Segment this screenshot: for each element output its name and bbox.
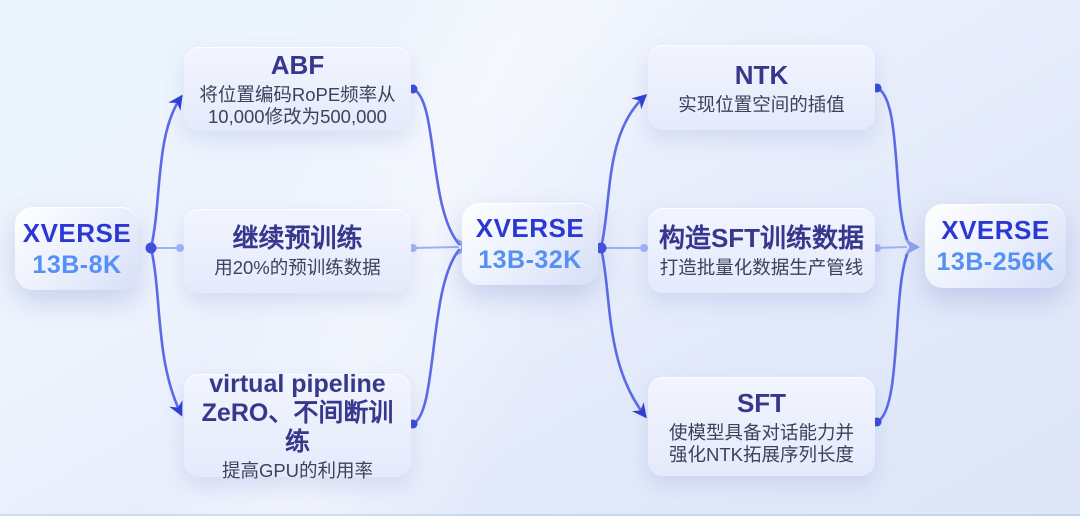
desc-line: 提高GPU的利用率 xyxy=(221,459,374,481)
title-line: ZeRO、不间断训练 xyxy=(201,398,394,456)
box-abf: ABF 将位置编码RoPE频率从 10,000修改为500,000 xyxy=(184,47,411,131)
desc-line: 将位置编码RoPE频率从 xyxy=(199,84,396,105)
desc-line: 10,000修改为500,000 xyxy=(208,106,387,127)
box-desc: 用20%的预训练数据 xyxy=(214,257,381,279)
box-sft: SFT 使模型具备对话能力并 强化NTK拓展序列长度 xyxy=(648,377,875,476)
anchor-dot xyxy=(640,244,648,252)
connector-stage2-to-node3 xyxy=(875,86,910,424)
box-title: NTK xyxy=(734,59,789,90)
arrowhead-into-node3 xyxy=(904,238,920,256)
desc-line: 打造批量化数据生产管线 xyxy=(659,256,864,278)
desc-line: 使模型具备对话能力并 xyxy=(668,421,854,443)
node-xverse-13b-256k: XVERSE 13B-256K xyxy=(925,204,1066,288)
anchor-dot xyxy=(409,244,417,252)
node-xverse-13b-32k: XVERSE 13B-32K xyxy=(462,203,598,285)
node-version: 13B-256K xyxy=(936,248,1055,276)
box-sft-training-data: 构造SFT训练数据 打造批量化数据生产管线 xyxy=(648,208,875,293)
connector-node1-to-stage1 xyxy=(149,94,183,417)
box-desc: 提高GPU的利用率 xyxy=(222,460,373,482)
desc-line: 用20%的预训练数据 xyxy=(214,257,381,278)
desc-line: 强化NTK拓展序列长度 xyxy=(668,443,854,465)
node-title: XVERSE xyxy=(475,213,585,243)
node-title: XVERSE xyxy=(941,215,1050,245)
box-desc: 打造批量化数据生产管线 xyxy=(660,257,864,279)
anchor-dot xyxy=(145,242,157,254)
anchor-dot xyxy=(595,242,607,254)
box-desc: 实现位置空间的插值 xyxy=(678,94,845,116)
anchor-dot xyxy=(873,244,881,252)
connector-node2-to-stage2 xyxy=(599,94,648,419)
box-virtual-pipeline: virtual pipeline ZeRO、不间断训练 提高GPU的利用率 xyxy=(184,370,411,481)
box-desc: 将位置编码RoPE频率从 10,000修改为500,000 xyxy=(199,84,395,128)
node-version: 13B-32K xyxy=(478,246,582,274)
connector-stage1-to-node2 xyxy=(411,87,461,426)
title-line: virtual pipeline xyxy=(209,369,386,398)
box-title: 构造SFT训练数据 xyxy=(658,222,865,253)
box-title: SFT xyxy=(736,387,787,418)
box-ntk: NTK 实现位置空间的插值 xyxy=(648,45,875,130)
anchor-dot xyxy=(176,244,184,252)
box-desc: 使模型具备对话能力并 强化NTK拓展序列长度 xyxy=(669,422,854,466)
box-title: virtual pipeline ZeRO、不间断训练 xyxy=(192,370,403,457)
desc-line: 实现位置空间的插值 xyxy=(678,93,845,115)
node-title: XVERSE xyxy=(22,217,132,248)
box-title: ABF xyxy=(270,50,325,80)
box-title: 继续预训练 xyxy=(232,223,363,253)
node-version: 13B-8K xyxy=(32,250,122,279)
node-xverse-13b-8k: XVERSE 13B-8K xyxy=(15,207,139,290)
box-continue-pretrain: 继续预训练 用20%的预训练数据 xyxy=(184,209,411,293)
